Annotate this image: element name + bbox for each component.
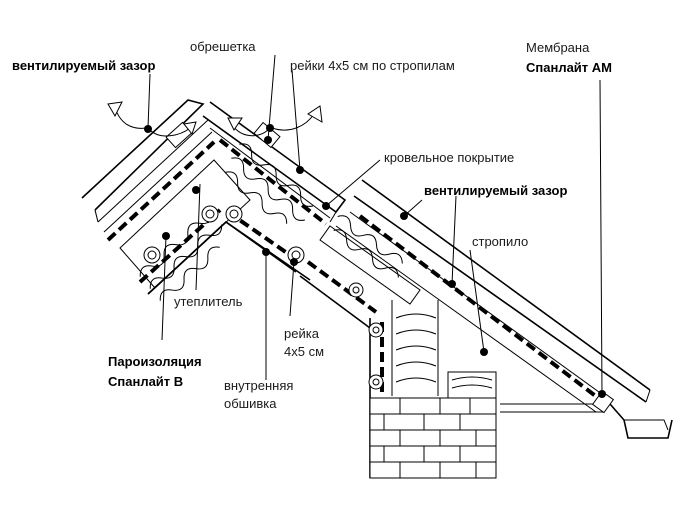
label-vent-gap-right: вентилируемый зазор [424,183,567,198]
label-inner-finish-2: обшивка [224,396,277,411]
label-insulation: утеплитель [174,294,243,309]
insulation-coils-eave [333,215,403,278]
label-vapor-brand: Спанлайт В [108,374,183,389]
label-batten-size: 4х5 см [284,344,324,359]
label-membrane-brand: Спанлайт АМ [526,60,612,75]
label-inner-finish-1: внутренняя [224,378,293,393]
insulation-coils-left [139,212,223,301]
brick-wall [369,397,497,479]
label-roof-covering: кровельное покрытие [384,150,514,165]
leader-lines [147,54,606,398]
label-lathing: обрешетка [190,39,256,54]
label-membrane-title: Мембрана [526,40,590,55]
label-vapor-title: Пароизоляция [108,354,202,369]
label-battens-rafters: рейки 4х5 см по стропилам [290,58,455,73]
label-vent-gap-left: вентилируемый зазор [12,58,155,73]
insulation-coils-right [225,143,313,224]
ridge-section [81,99,347,301]
label-rafter: стропило [472,234,528,249]
ventilation-arrows [107,101,323,137]
label-batten-name: рейка [284,326,320,341]
